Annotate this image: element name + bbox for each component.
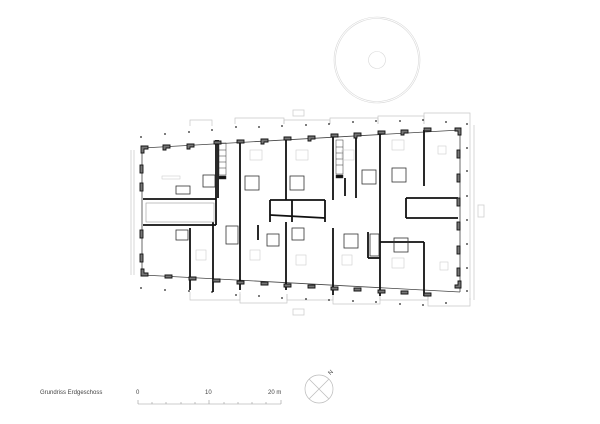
structural-walls	[143, 130, 458, 296]
scale-bar	[137, 400, 282, 405]
bench-marks	[292, 109, 485, 316]
north-arrow-icon	[304, 374, 334, 404]
facade-columns	[139, 127, 462, 297]
round-plaza-icon	[333, 16, 421, 104]
corridor	[145, 202, 215, 223]
scale-tick-20: 20 m	[268, 390, 282, 396]
site-dots	[140, 119, 468, 306]
bathroom-units	[175, 167, 409, 257]
terrace-outline	[130, 112, 475, 307]
stair-icon	[218, 139, 344, 180]
drawing-title: Grundriss Erdgeschoss	[40, 390, 103, 396]
scale-tick-0: 0	[136, 390, 140, 396]
scale-tick-10: 10	[205, 390, 212, 396]
furniture	[161, 139, 449, 271]
